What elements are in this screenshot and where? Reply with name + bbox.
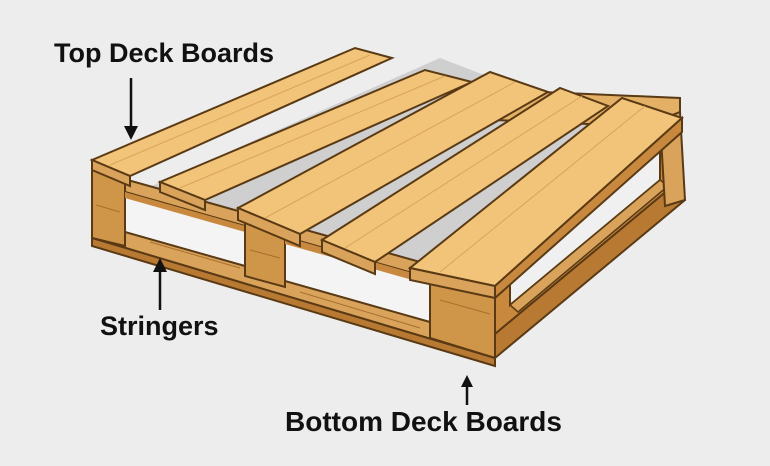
label-bottom-deck-boards: Bottom Deck Boards xyxy=(285,406,562,437)
label-top-deck-boards: Top Deck Boards xyxy=(54,38,275,68)
label-stringers: Stringers xyxy=(100,311,219,341)
top-deck-arrow xyxy=(124,78,138,140)
top-deck-boards xyxy=(89,46,684,301)
bottom-deck-arrow xyxy=(461,375,473,405)
stringers-arrow xyxy=(153,258,167,310)
